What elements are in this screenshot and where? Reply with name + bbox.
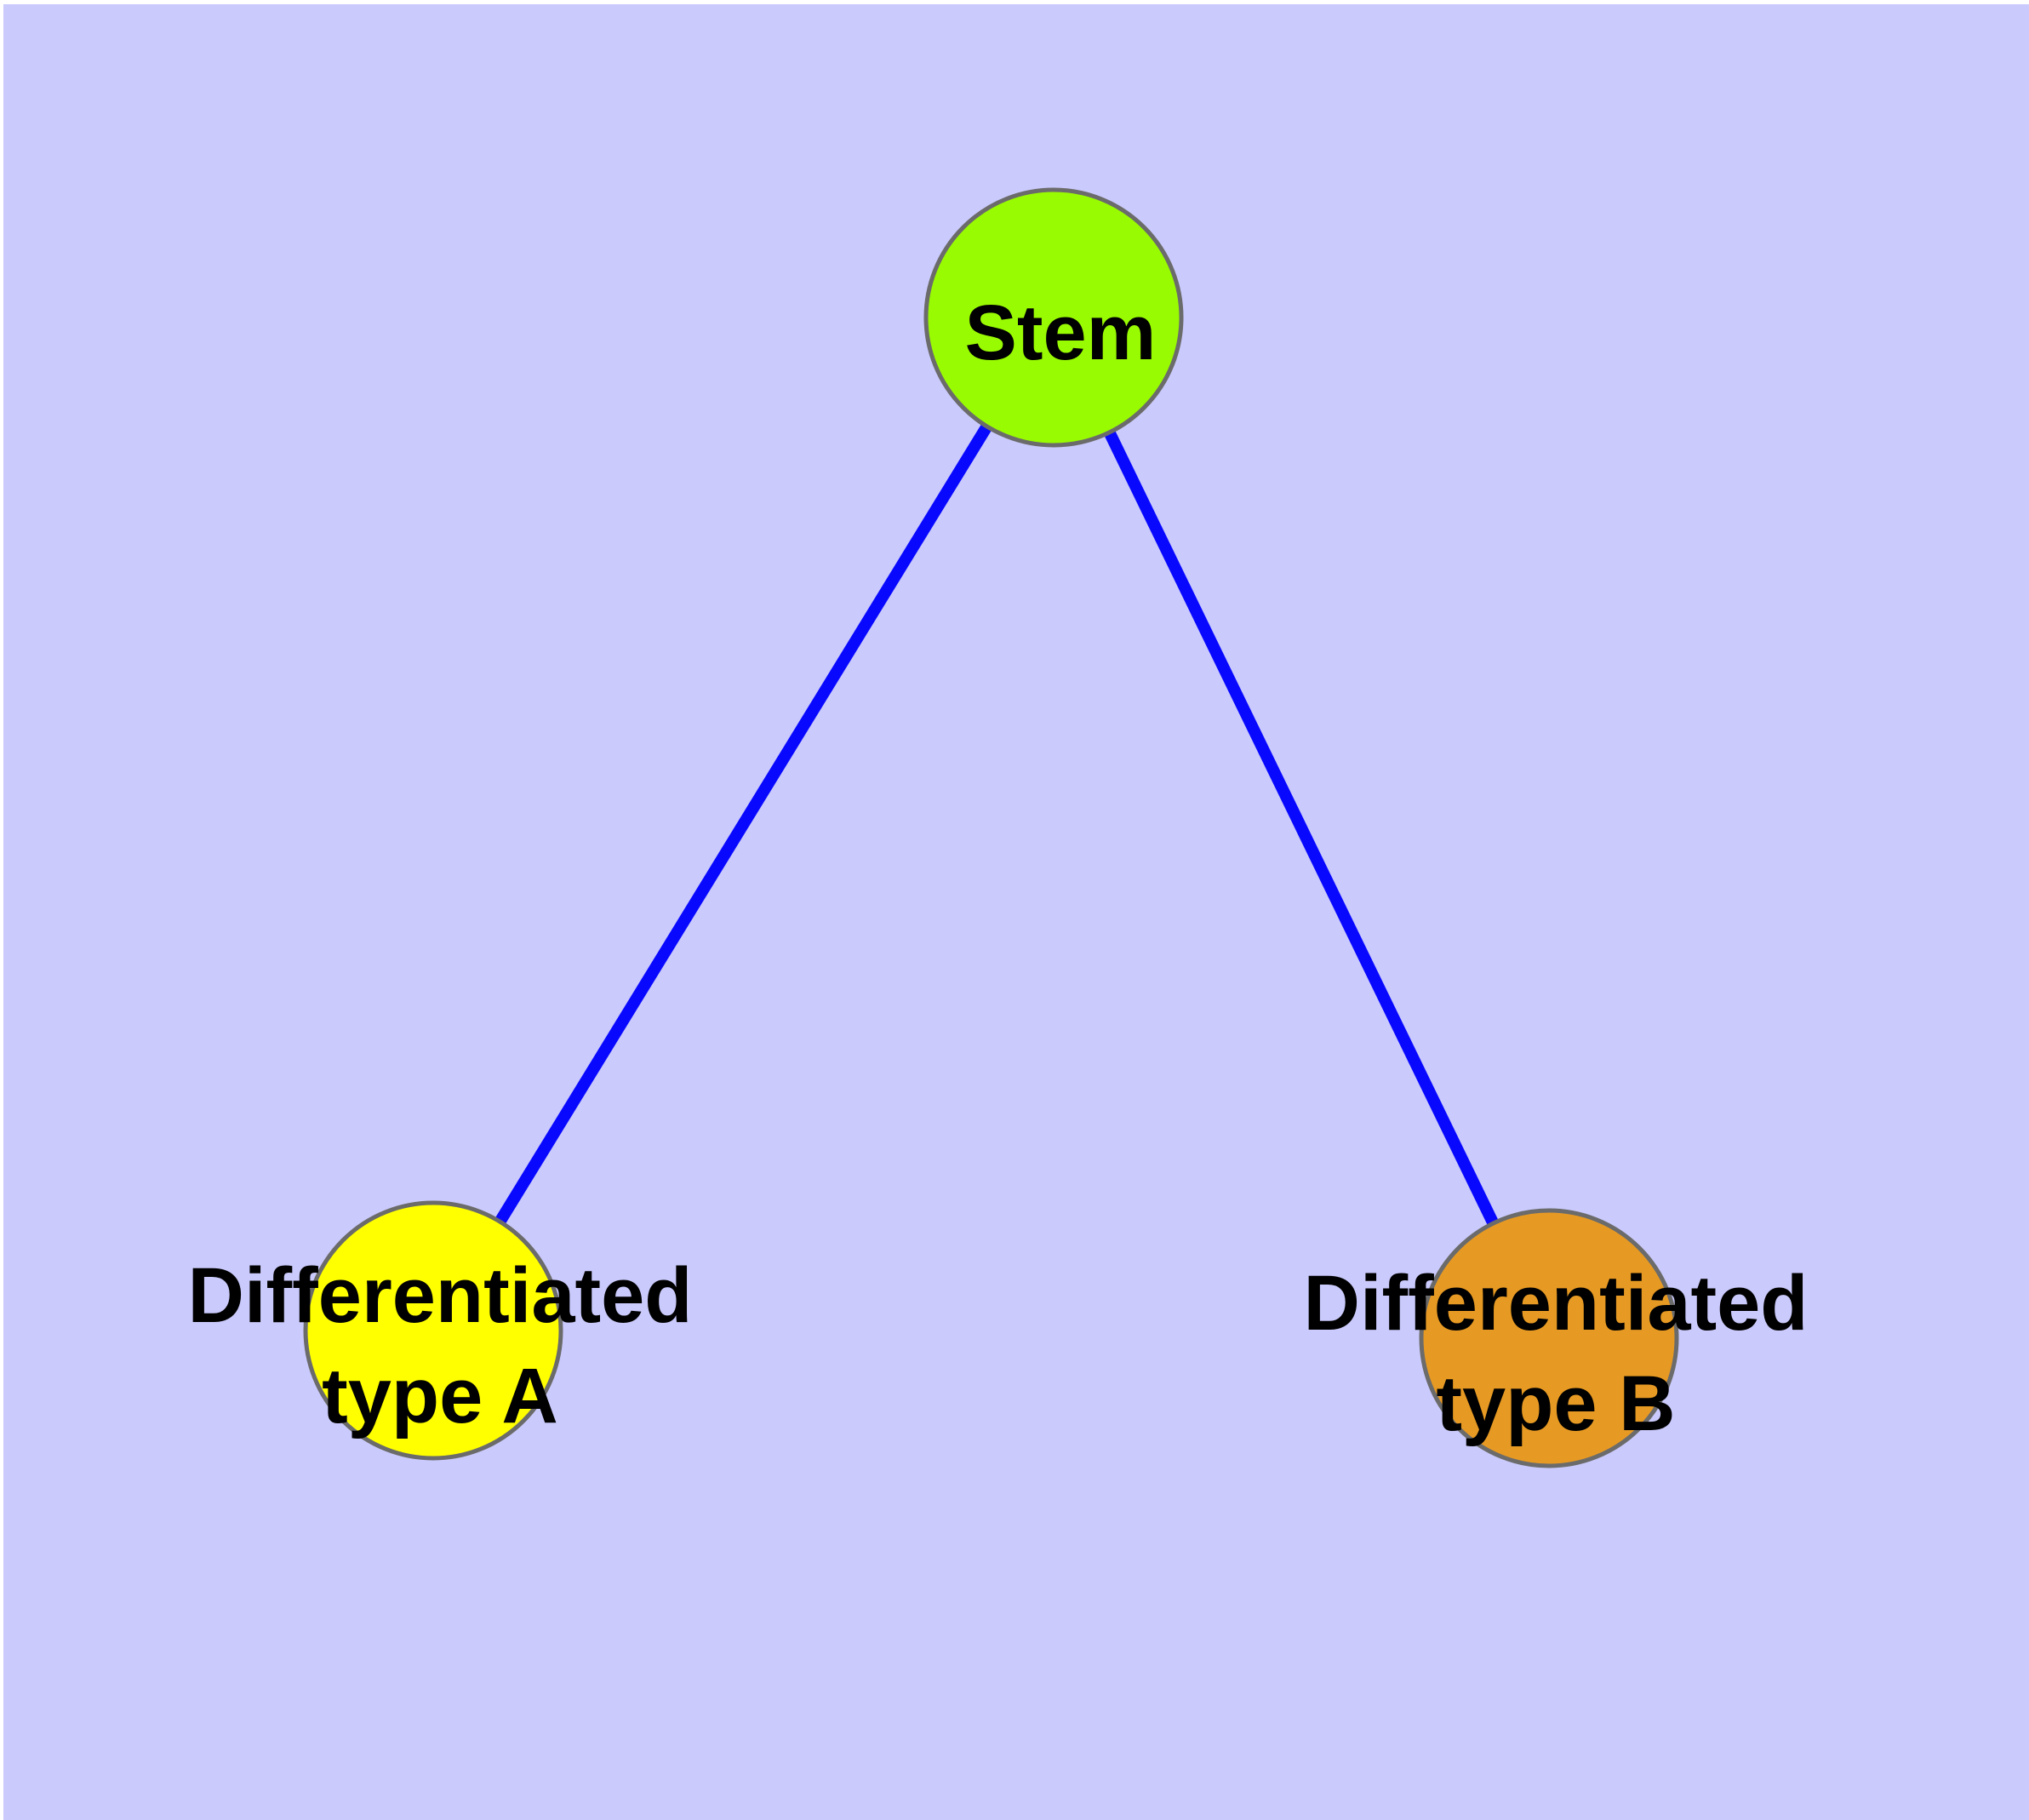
edge-stem-to-type-b [1048, 314, 1555, 1342]
edge-stem-to-type-a [428, 314, 1059, 1334]
node-type-b-circle [1419, 1208, 1679, 1468]
graph-canvas [303, 187, 1679, 1468]
node-stem-circle [923, 187, 1184, 448]
node-type-a-circle [303, 1200, 563, 1461]
diagram-background: Stem Differentiated type A Differentiate… [3, 4, 2029, 1820]
